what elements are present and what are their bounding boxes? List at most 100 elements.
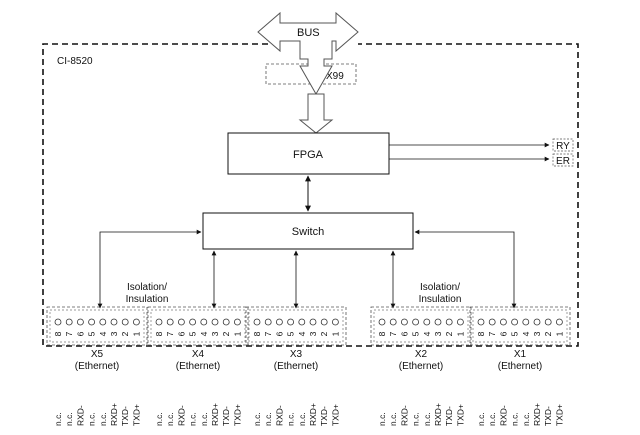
x4-pin-signal-5: n.c. [188, 412, 198, 426]
x4-pin-signal-3: RXD+ [210, 403, 220, 426]
x4-pin-number-1: 1 [232, 331, 242, 336]
x1-connector-name: X1 [514, 349, 527, 360]
x3-connector-name: X3 [290, 349, 303, 360]
x99-label: X99 [326, 71, 344, 82]
x2-pin-1 [456, 318, 464, 326]
x1-pin-number-2: 2 [543, 331, 553, 336]
x3-pin-number-7: 7 [263, 331, 273, 336]
x2-pin-number-8: 8 [377, 331, 387, 336]
isolation-left-line1: Isolation/ [127, 282, 167, 293]
x4-pin-signal-7: n.c. [165, 412, 175, 426]
isolation-right-line2: Insulation [419, 294, 462, 305]
x1-pin-3 [533, 318, 541, 326]
x1-pin-number-1: 1 [554, 331, 564, 336]
x1-isolation-frame [469, 306, 571, 346]
x4-pin-7 [166, 318, 174, 326]
x5-pin-5 [88, 318, 95, 326]
x2-pin-signal-1: TXD+ [455, 404, 465, 426]
x5-pin-signal-6: RXD- [75, 405, 85, 426]
x1-pin-signal-6: RXD- [498, 405, 508, 426]
x5-pin-7 [65, 318, 73, 326]
x2-isolation-frame [370, 306, 472, 346]
x5-pin-4 [99, 318, 107, 326]
x5-pin-6 [77, 318, 84, 326]
x1-pin-number-5: 5 [510, 331, 520, 336]
x4-pin-number-6: 6 [176, 331, 186, 336]
x2-pin-signal-8: n.c. [377, 412, 387, 426]
x5-pin-2 [121, 318, 129, 326]
switch-x5-link [97, 229, 202, 309]
x3-pin-5 [287, 318, 295, 326]
x4-pin-5 [189, 318, 197, 326]
switch-x1-link [414, 229, 517, 309]
x4-pin-number-2: 2 [221, 331, 231, 336]
x1-pin-signal-3: RXD+ [532, 403, 542, 426]
x1-pin-signal-2: TXD- [543, 406, 553, 426]
x4-pin-signal-6: RXD- [176, 405, 186, 426]
x1-pin-4 [522, 318, 530, 326]
x1-pin-signal-4: n.c. [521, 412, 531, 426]
x5-isolation-frame [46, 306, 148, 346]
x2-pin-signal-3: RXD+ [433, 403, 443, 426]
x5-pin-signal-1: TXD+ [131, 404, 141, 426]
x4-pin-signal-4: n.c. [199, 412, 209, 426]
x5-connector-body [49, 309, 145, 343]
x5-pin-8 [54, 318, 62, 326]
x3-pin-number-3: 3 [308, 331, 318, 336]
x2-pin-number-3: 3 [433, 331, 443, 336]
ry-label: RY [556, 141, 570, 152]
x2-connector-name: X2 [415, 349, 428, 360]
fpga-block [227, 132, 390, 175]
x1-pin-number-7: 7 [487, 331, 497, 336]
x5-pin-number-6: 6 [75, 331, 85, 336]
x4-connector-name: X4 [192, 349, 205, 360]
x1-pin-signal-8: n.c. [476, 412, 486, 426]
x5-pin-signal-3: RXD+ [109, 403, 119, 426]
isolation-right-line1: Isolation/ [420, 282, 460, 293]
x3-pin-number-1: 1 [330, 331, 340, 336]
x5-pin-number-3: 3 [109, 331, 119, 336]
x2-pin-signal-4: n.c. [422, 412, 432, 426]
x2-pin-signal-6: RXD- [399, 405, 409, 426]
x2-pin-number-7: 7 [388, 331, 398, 336]
x3-pin-signal-1: TXD+ [330, 404, 340, 426]
x1-pin-number-4: 4 [521, 331, 531, 336]
switch-label: Switch [292, 226, 324, 238]
x1-pin-5 [511, 318, 518, 326]
x3-pin-number-6: 6 [274, 331, 284, 336]
x2-pin-4 [423, 318, 431, 326]
x2-pin-number-2: 2 [444, 331, 454, 336]
x1-connector-type: (Ethernet) [498, 361, 542, 372]
x1-pin-8 [477, 318, 485, 326]
x3-connector-type: (Ethernet) [274, 361, 318, 372]
x5-pin-signal-4: n.c. [98, 412, 108, 426]
er-label: ER [556, 156, 570, 167]
x5-pin-3 [110, 318, 118, 326]
x3-pin-signal-4: n.c. [297, 412, 307, 426]
x2-pin-3 [434, 318, 442, 326]
x1-pin-number-8: 8 [476, 331, 486, 336]
x4-pin-2 [222, 318, 230, 326]
x2-pin-2 [445, 318, 453, 326]
x2-pin-5 [412, 318, 420, 326]
x5-pin-number-1: 1 [131, 331, 141, 336]
bus-label: BUS [297, 27, 320, 39]
x1-connector-body [472, 309, 568, 343]
x4-pin-number-5: 5 [188, 331, 198, 336]
x3-pin-signal-5: n.c. [286, 412, 296, 426]
x3-pin-number-5: 5 [286, 331, 296, 336]
x2-pin-number-4: 4 [422, 331, 432, 336]
x4-pin-4 [200, 318, 208, 326]
x3-pin-8 [253, 318, 261, 326]
x2-pin-signal-5: n.c. [411, 412, 421, 426]
x5-connector-type: (Ethernet) [75, 361, 119, 372]
x3-pin-number-8: 8 [252, 331, 262, 336]
x2-connector-body [373, 309, 469, 343]
isolation-left-line2: Insulation [126, 294, 169, 305]
x3-pin-signal-6: RXD- [274, 405, 284, 426]
x4-pin-signal-8: n.c. [154, 412, 164, 426]
x5-pin-number-5: 5 [87, 331, 97, 336]
x5-connector-name: X5 [91, 349, 104, 360]
x2-pin-number-1: 1 [455, 331, 465, 336]
